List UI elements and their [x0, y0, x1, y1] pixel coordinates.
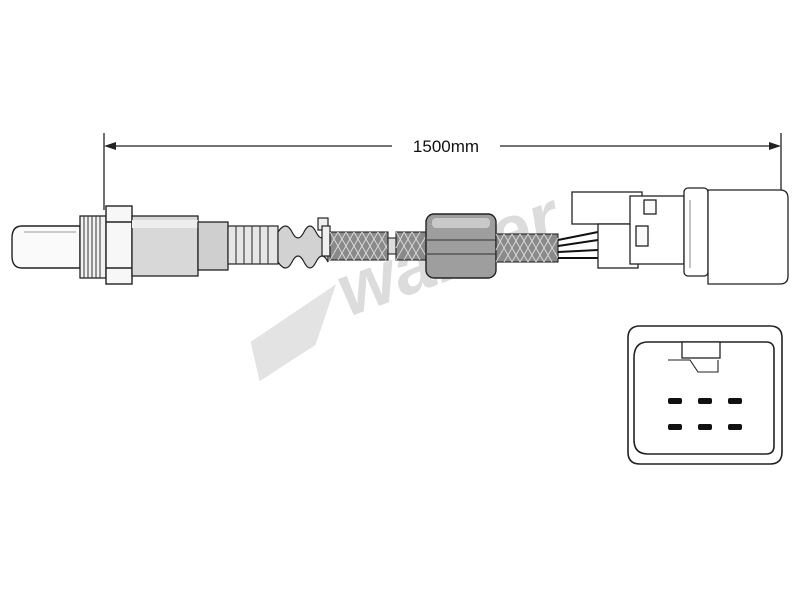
pin-icon	[668, 398, 682, 404]
pin-icon	[668, 424, 682, 430]
connector-face	[627, 325, 783, 465]
pin-icon	[698, 398, 712, 404]
sensor-thread	[79, 215, 107, 279]
rubber-grommet	[425, 213, 497, 279]
ribbed-shell	[227, 225, 279, 265]
cable-sleeve	[277, 225, 329, 269]
connector-plug-side	[571, 187, 789, 285]
sensor-body	[131, 215, 229, 277]
exposed-wires	[557, 231, 599, 259]
braided-cable-mid	[395, 231, 427, 261]
walker-watermark-logo: walker	[250, 174, 574, 382]
pin-icon	[728, 398, 742, 404]
length-dimension	[103, 133, 782, 210]
braided-cable	[329, 231, 397, 261]
sensor-tip	[11, 225, 81, 269]
hex-nut	[105, 205, 133, 285]
pin-icon	[698, 424, 712, 430]
connector-pins	[668, 398, 742, 430]
braided-cable-long	[495, 233, 559, 263]
pin-icon	[728, 424, 742, 430]
dimension-label: 1500mm	[413, 137, 479, 156]
